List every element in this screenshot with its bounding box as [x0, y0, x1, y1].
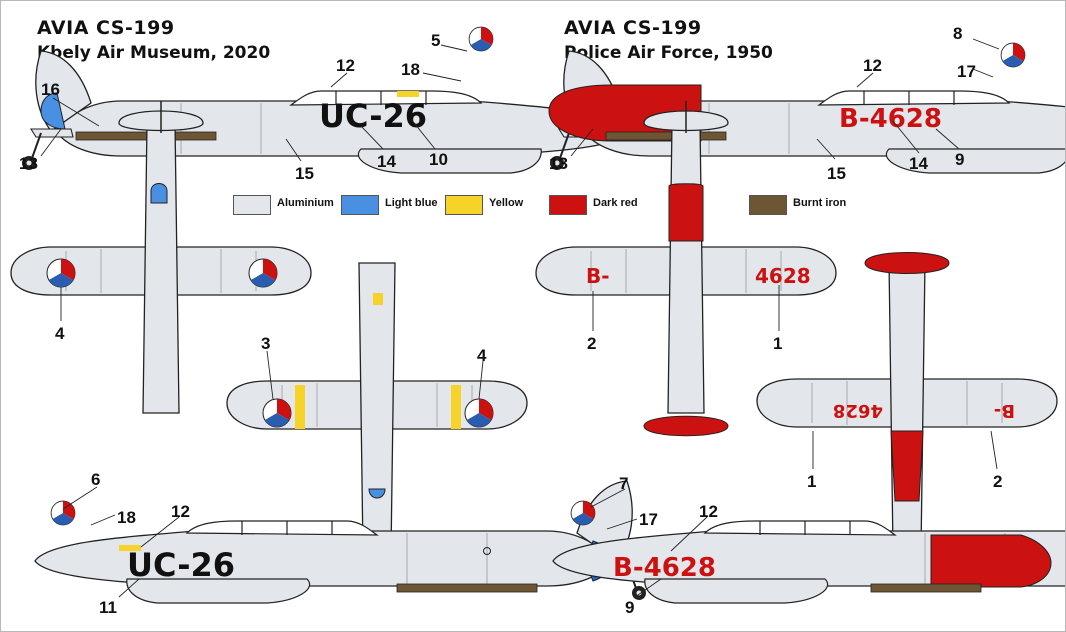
- legend-swatch-yellow: [445, 195, 483, 215]
- right-upper-wing-code-right: 4628: [833, 400, 883, 421]
- callout-15-right: 15: [827, 164, 846, 183]
- right-underside-wing-code-right: 4628: [755, 264, 811, 288]
- left-upper-registration: UC-26: [319, 97, 427, 135]
- callout-12-right: 12: [863, 56, 882, 75]
- left-lower-registration: UC-26: [127, 546, 235, 584]
- callout-7: 7: [619, 474, 628, 493]
- callout-4-underside: 4: [55, 324, 65, 343]
- right-lower-registration: B-4628: [613, 553, 716, 583]
- callout-18: 18: [401, 60, 420, 79]
- callout-16: 16: [41, 80, 60, 99]
- legend-label-burnt-iron: Burnt iron: [793, 197, 847, 209]
- callout-numbers: 16 13 12 18 5 15 14 10 13 12 8 17 15 14 …: [19, 24, 1002, 617]
- right-upper-registration: B-4628: [839, 104, 942, 134]
- callout-9: 9: [955, 150, 964, 169]
- callout-17: 17: [957, 62, 976, 81]
- left-scheme-subtitle: Kbely Air Museum, 2020: [37, 43, 271, 63]
- right-upper-side-profile: B-4628: [548, 42, 1065, 173]
- callout-2-underside: 2: [587, 334, 596, 353]
- callout-1-underside: 1: [773, 334, 782, 353]
- callout-15: 15: [295, 164, 314, 183]
- callout-1-upper: 1: [807, 472, 816, 491]
- legend-swatch-dark-red: [549, 195, 587, 215]
- left-lower-side-profile: UC-26: [34, 480, 647, 604]
- left-scheme-title: AVIA CS-199: [37, 17, 175, 39]
- callout-9-lower: 9: [625, 598, 634, 617]
- callout-3: 3: [261, 334, 270, 353]
- callout-14: 14: [377, 152, 396, 171]
- callout-12-lower: 12: [171, 502, 190, 521]
- legend-label-light-blue: Light blue: [385, 197, 438, 209]
- legend-label-yellow: Yellow: [489, 197, 524, 209]
- right-upper-wing-code-left: B-: [994, 400, 1015, 421]
- left-underside-plan: [10, 100, 312, 414]
- legend-swatch-burnt-iron: [749, 195, 787, 215]
- callout-6: 6: [91, 470, 100, 489]
- right-underside-wing-code-left: B-: [586, 264, 610, 288]
- callout-17-lower: 17: [639, 510, 658, 529]
- callout-4-upper: 4: [477, 346, 487, 365]
- legend-label-aluminium: Aluminium: [277, 197, 334, 209]
- callout-13: 13: [19, 154, 38, 173]
- left-upper-plan: [226, 262, 528, 576]
- callout-leaders: [40, 38, 1000, 598]
- callout-2-upper: 2: [993, 472, 1002, 491]
- callout-10: 10: [429, 150, 448, 169]
- callout-11: 11: [99, 598, 117, 617]
- legend-swatch-light-blue: [341, 195, 379, 215]
- right-scheme-title: AVIA CS-199: [564, 17, 702, 39]
- callout-12-lower-right: 12: [699, 502, 718, 521]
- left-upper-side-profile: UC-26: [22, 26, 633, 173]
- right-scheme-subtitle: Police Air Force, 1950: [564, 43, 773, 63]
- callout-5: 5: [431, 31, 440, 50]
- callout-8: 8: [953, 24, 962, 43]
- right-underside-plan: B- 4628: [535, 100, 837, 437]
- callout-12: 12: [336, 56, 355, 75]
- right-upper-plan: 4628 B-: [756, 252, 1058, 574]
- callout-18-lower: 18: [117, 508, 136, 527]
- legend-label-dark-red: Dark red: [593, 197, 638, 209]
- callout-14-right: 14: [909, 154, 928, 173]
- right-lower-side-profile: B-4628: [552, 480, 1065, 604]
- color-legend: Aluminium Light blue Yellow Dark red Bur…: [233, 195, 853, 215]
- callout-13-right: 13: [549, 154, 568, 173]
- legend-swatch-aluminium: [233, 195, 271, 215]
